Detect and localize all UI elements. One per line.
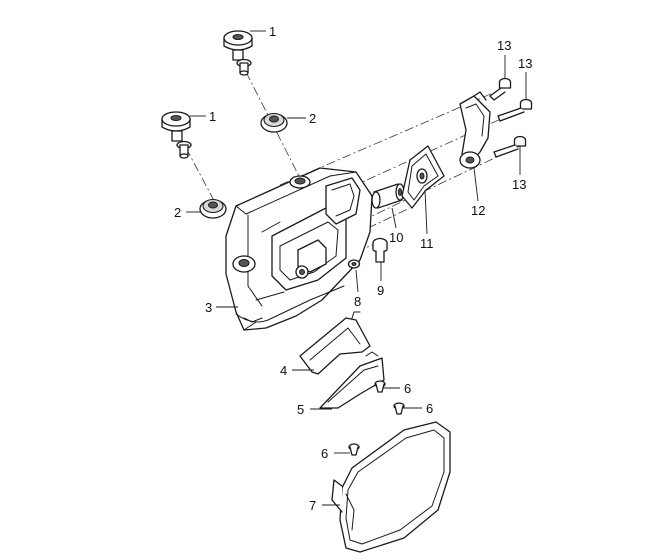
callout-6-c: 6	[321, 446, 328, 461]
callout-7: 7	[309, 498, 316, 513]
grommet-upper	[260, 112, 288, 133]
cover-gasket	[331, 421, 451, 553]
callout-12: 12	[471, 203, 485, 218]
sleeve	[371, 183, 405, 209]
bracket-bolt-a	[489, 77, 512, 101]
valve-cover	[225, 167, 373, 331]
leader-lines	[186, 30, 527, 506]
mounting-plate	[401, 145, 445, 209]
baffle-plate-lower	[319, 351, 385, 409]
baffle-plate-upper	[299, 311, 371, 375]
mounting-bolt-upper	[223, 30, 253, 76]
bracket-bolt-c	[493, 135, 527, 158]
callout-labels: 1 1 2 2 3 4 5 6 6 6 7 8 9 10 11 12 13 13…	[174, 24, 532, 513]
bracket-bolt-b	[497, 98, 533, 122]
callout-6-a: 6	[404, 381, 411, 396]
callout-6-b: 6	[426, 401, 433, 416]
callout-13-c: 13	[512, 177, 526, 192]
callout-11: 11	[420, 236, 434, 251]
callout-13-a: 13	[497, 38, 511, 53]
callout-10: 10	[389, 230, 403, 245]
callout-4: 4	[280, 363, 287, 378]
screw-a	[374, 380, 386, 393]
flange-bolt	[372, 237, 388, 263]
callout-1-upper: 1	[269, 24, 276, 39]
callout-5: 5	[297, 402, 304, 417]
washer	[347, 259, 361, 269]
grommet-lower	[199, 198, 227, 219]
screw-b	[393, 402, 405, 415]
mounting-bolt-lower	[161, 111, 192, 159]
callout-13-b: 13	[518, 56, 532, 71]
bracket	[459, 91, 491, 169]
screw-c	[348, 443, 360, 456]
callout-9: 9	[377, 283, 384, 298]
callout-3: 3	[205, 300, 212, 315]
callout-8: 8	[354, 294, 361, 309]
callout-1-lower: 1	[209, 109, 216, 124]
callout-2-upper: 2	[309, 111, 316, 126]
callout-2-lower: 2	[174, 205, 181, 220]
